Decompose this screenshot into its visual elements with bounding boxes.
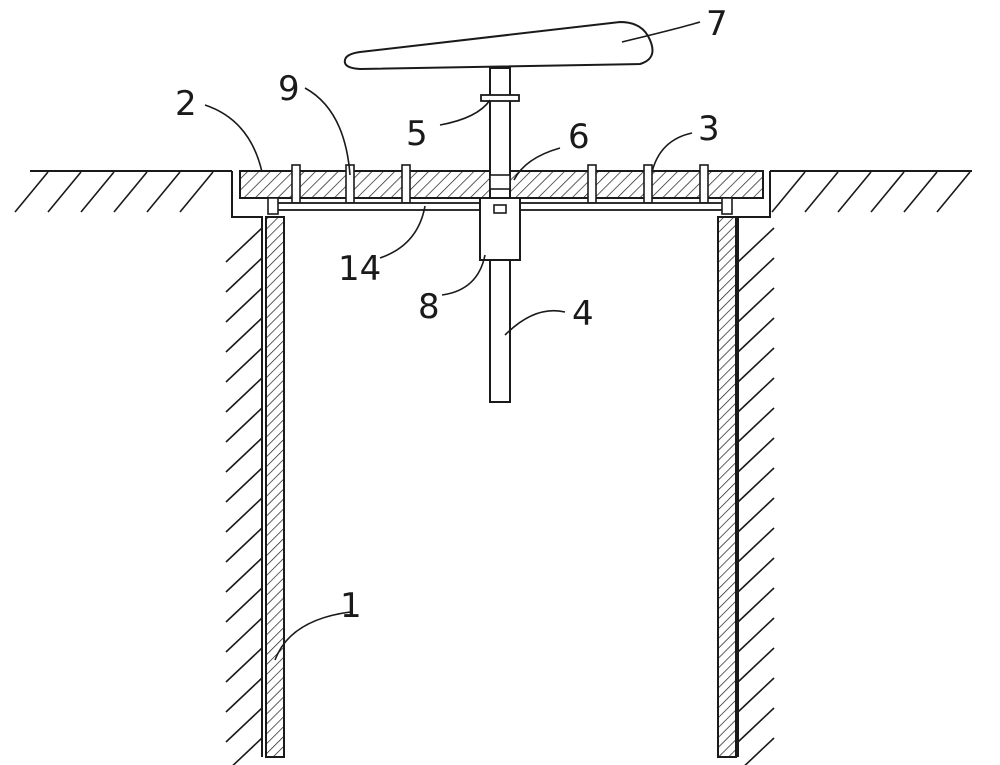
soil-hatch-tick [737,347,775,383]
label-1: 1 [340,586,362,626]
soil-hatch-tick [744,737,775,765]
soil-hatch-tick [737,317,775,353]
soil-hatch-tick [225,317,263,353]
soil-hatch-tick [737,617,775,653]
pit-recess [231,171,771,757]
soil-hatch-tick [737,557,775,593]
ground-hatch-tick [936,171,971,213]
leader-8 [441,254,486,296]
ground-hatch-left [14,171,214,213]
soil-hatch-tick [225,617,263,653]
soil-hatch-tick [737,587,775,623]
leader-4 [504,309,566,336]
locking-pin [401,164,411,204]
label-7: 7 [706,4,728,44]
ground-hatch-tick [870,171,905,213]
soil-hatch-tick [225,647,263,683]
bearing [489,174,511,190]
soil-hatch-tick [737,377,775,413]
wing-blade [343,20,654,71]
ground-hatch-tick [837,171,872,213]
label-6: 6 [568,117,590,157]
locking-pin [699,164,709,204]
leader-6 [513,147,561,181]
soil-hatch-tick [225,377,263,413]
ground-hatch-tick [146,171,181,213]
leader-9 [304,87,351,176]
housing-block [479,197,521,261]
label-3: 3 [698,109,720,149]
soil-hatch-tick [225,587,263,623]
soil-hatch-tick [737,287,775,323]
ground-hatch-tick [804,171,839,213]
ground-hatch-right [771,171,971,213]
soil-hatch-tick [225,437,263,473]
ground-hatch-tick [179,171,214,213]
soil-hatch-tick [737,677,775,713]
locking-pin [643,164,653,204]
soil-hatch-tick [225,527,263,563]
soil-hatch-tick [225,257,263,293]
label-4: 4 [572,294,594,334]
soil-hatch-tick [225,407,263,443]
locking-pin [291,164,301,204]
leader-5 [439,99,491,126]
ground-hatch-tick [113,171,148,213]
leader-14 [379,205,426,259]
soil-hatch-tick [737,227,775,263]
ground-hatch-tick [80,171,115,213]
soil-hatch-tick [225,497,263,533]
soil-hatch-tick [225,707,263,743]
callout-labels: 1 2 3 4 5 6 7 8 9 14 [175,4,728,626]
plate-holes [291,164,709,204]
label-5: 5 [406,114,428,154]
leader-1 [274,611,351,661]
ground-hatch-tick [47,171,82,213]
soil-hatch-left [225,227,263,765]
leader-2 [204,104,263,173]
soil-hatch-tick [232,737,263,765]
ground-hatch-tick [903,171,938,213]
collar [480,94,520,102]
ground-hatch-tick [14,171,49,213]
label-8: 8 [418,287,440,327]
soil-hatch-tick [225,287,263,323]
soil-hatch-tick [737,437,775,473]
label-9: 9 [278,69,300,109]
soil-hatch-tick [225,677,263,713]
soil-hatch-tick [225,227,263,263]
casing-wall [265,216,737,758]
soil-hatch-tick [737,707,775,743]
leader-3 [651,132,693,173]
soil-hatch-tick [225,347,263,383]
soil-hatch-tick [737,527,775,563]
leader-7 [621,21,701,43]
soil-hatch-tick [737,497,775,533]
label-2: 2 [175,84,197,124]
soil-hatch-tick [225,467,263,503]
soil-hatch-tick [225,557,263,593]
soil-hatch-tick [737,647,775,683]
leader-lines [204,21,701,661]
locking-pin [587,164,597,204]
soil-hatch-tick [737,407,775,443]
ground-hatch-tick [771,171,806,213]
label-14: 14 [338,249,381,289]
soil-hatch-tick [737,467,775,503]
ground-surface [14,170,972,213]
soil-hatch-right [737,227,775,765]
soil-hatch-tick [737,257,775,293]
